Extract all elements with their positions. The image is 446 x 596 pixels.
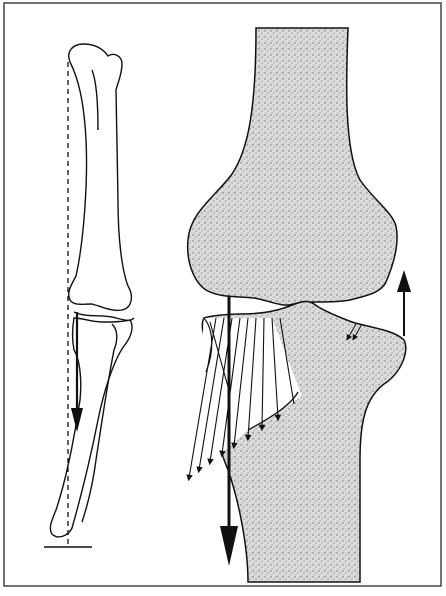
lateral-tension-arrow: [397, 270, 411, 336]
leg-skeleton: [50, 44, 134, 537]
femur-outline: [69, 44, 132, 310]
femur-neck-line: [92, 70, 98, 130]
fibula-outline: [82, 324, 117, 522]
tibia-outline: [50, 318, 132, 537]
knee-diagram: [188, 28, 406, 582]
femur-shaft: [188, 28, 397, 305]
